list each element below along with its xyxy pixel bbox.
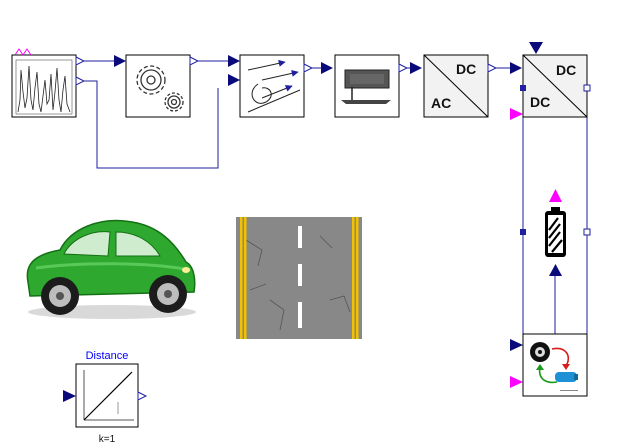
electrical-pin-filled[interactable] [520,85,526,91]
output-port-icon[interactable] [549,264,562,276]
electrical-pin-filled[interactable] [520,229,526,235]
drive-cycle-waveform-icon [17,65,71,113]
car-wheel-icon [41,277,79,315]
drive-cycle-source-block[interactable] [11,48,86,118]
electrical-pin-hollow[interactable] [583,228,591,236]
wheel-icon [530,342,550,362]
discharge-arrow-icon [538,367,558,384]
input-port-icon[interactable] [321,62,333,74]
output-port-icon[interactable] [75,76,86,86]
electric-machine-block[interactable] [321,54,409,118]
laptop-icon [341,69,391,104]
power-port-icon[interactable] [510,376,523,388]
input-port-icon[interactable] [114,55,126,67]
output-port-icon[interactable] [303,63,314,73]
input-port-icon[interactable] [228,55,240,67]
distance-block[interactable]: Distance k=1 [63,350,148,445]
gearbox-block[interactable] [114,54,200,118]
power-port-marker-icon [14,48,32,56]
car-image [26,219,196,319]
motor-regen-block[interactable] [510,333,588,397]
vector-diagram-icon [247,59,301,113]
dc-dc-converter-block[interactable]: DC DC [510,42,591,120]
input-port-icon[interactable] [228,74,240,86]
power-port-icon[interactable] [510,108,523,120]
electrical-pin-hollow[interactable] [583,84,591,92]
distance-param: k=1 [99,434,116,445]
dotted-label-line [560,390,578,391]
controller-block[interactable] [228,54,314,118]
dcdc-top-label: DC [556,62,576,78]
ac-dc-converter-block[interactable]: DC AC [410,54,498,118]
car-wheel-icon [149,275,187,313]
input-port-icon[interactable] [410,62,422,74]
battery-block[interactable] [520,189,591,276]
output-port-icon[interactable] [398,63,409,73]
distance-title: Distance [86,350,129,362]
cell-icon [555,372,578,382]
acdc-top-label: DC [456,61,476,77]
ramp-plot-icon [83,370,134,421]
output-port-icon[interactable] [75,56,86,66]
power-port-icon[interactable] [549,189,562,202]
input-port-icon[interactable] [529,42,543,54]
input-port-icon[interactable] [510,62,522,74]
dcdc-bottom-label: DC [530,94,550,110]
battery-icon [545,207,566,257]
input-port-icon[interactable] [510,339,523,351]
regen-arrow-icon [551,347,570,367]
gear-icon [136,65,184,112]
wire-profile-to-controller-loop[interactable] [84,80,219,169]
output-port-icon[interactable] [189,56,200,66]
output-port-icon[interactable] [487,63,498,73]
road-image [236,217,362,339]
acdc-bottom-label: AC [431,95,451,111]
input-port-icon[interactable] [63,390,76,402]
output-port-icon[interactable] [137,391,148,401]
